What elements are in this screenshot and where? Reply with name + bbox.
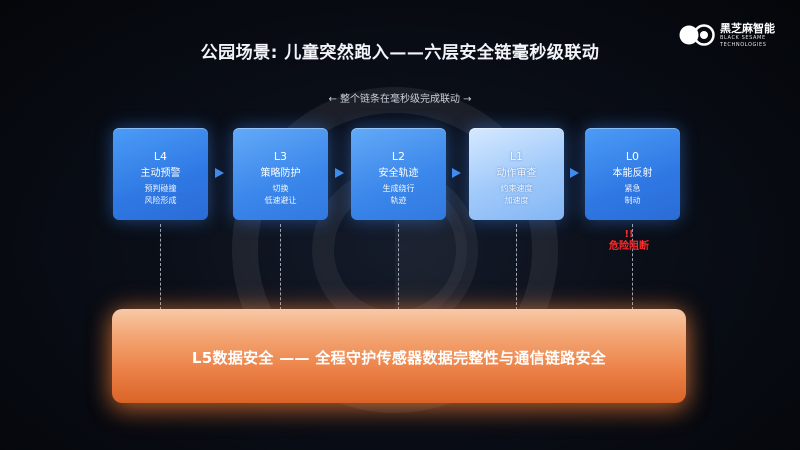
dashed-connector xyxy=(632,224,633,310)
layer-level: L4 xyxy=(153,150,168,163)
layer-description: 切换 低速避让 xyxy=(264,184,297,205)
dashed-connector xyxy=(280,224,281,310)
dashed-connector xyxy=(160,224,161,310)
flow-arrow-icon xyxy=(335,168,344,178)
alert-mark: !! xyxy=(624,229,634,240)
logo-chinese-name: 黑芝麻智能 xyxy=(720,22,775,35)
logo-english-line-2: TECHNOLOGIES xyxy=(720,42,767,48)
layer-level: L0 xyxy=(625,150,640,163)
black-sesame-logo-icon xyxy=(679,24,715,46)
layer-name: 策略防护 xyxy=(260,168,301,179)
flow-arrow-icon xyxy=(570,168,579,178)
layer-box-l4: L4 主动预警 预判碰撞 风险形成 xyxy=(113,128,208,220)
layer-box-l0: L0 本能反射 紧急 制动 xyxy=(585,128,680,220)
layer-description: 约束速度 加速度 xyxy=(500,184,533,205)
company-logo: 黑芝麻智能 BLACK SESAME TECHNOLOGIES xyxy=(678,20,793,50)
flow-arrow-icon xyxy=(452,168,461,178)
danger-block-alert: !! 危险阻断 xyxy=(604,229,654,253)
layer-box-l1: L1 动作审查 约束速度 加速度 xyxy=(469,128,564,220)
layer-box-l2: L2 安全轨迹 生成绕行 轨迹 xyxy=(351,128,446,220)
layer-description: 生成绕行 轨迹 xyxy=(382,184,415,205)
layer-description: 预判碰撞 风险形成 xyxy=(144,184,177,205)
dashed-connector xyxy=(398,224,399,310)
layer-description: 紧急 制动 xyxy=(624,184,641,205)
chain-subtitle: ← 整个链条在毫秒级完成联动 → xyxy=(328,94,472,105)
layer-level: L1 xyxy=(509,150,524,163)
layer-level: L3 xyxy=(273,150,288,163)
layer-name: 安全轨迹 xyxy=(378,168,419,179)
layer-name: 动作审查 xyxy=(496,168,537,179)
layer-level: L2 xyxy=(391,150,406,163)
page-title: 公园场景: 儿童突然跑入——六层安全链毫秒级联动 xyxy=(200,43,600,63)
flow-arrow-icon xyxy=(215,168,224,178)
layer-box-l3: L3 策略防护 切换 低速避让 xyxy=(233,128,328,220)
dashed-connector xyxy=(516,224,517,310)
l5-label: L5数据安全 —— 全程守护传感器数据完整性与通信链路安全 xyxy=(191,349,607,367)
logo-english-line-1: BLACK SESAME xyxy=(720,35,766,41)
layer-name: 本能反射 xyxy=(612,168,653,179)
layer-box-l5-base: L5数据安全 —— 全程守护传感器数据完整性与通信链路安全 xyxy=(112,309,686,403)
layer-name: 主动预警 xyxy=(140,168,181,179)
alert-text: 危险阻断 xyxy=(609,241,649,252)
